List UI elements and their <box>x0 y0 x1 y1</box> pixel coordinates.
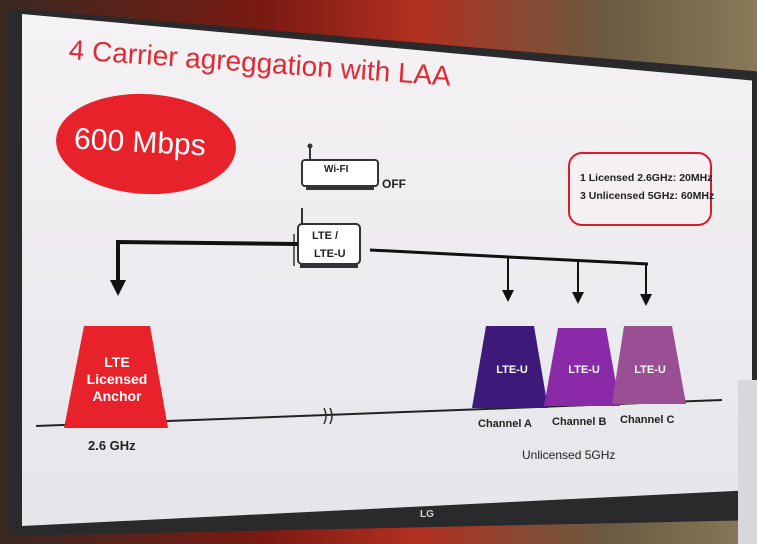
unlicensed-band-label: Unlicensed 5GHz <box>522 448 616 462</box>
wifi-router-icon <box>301 143 379 190</box>
channel-a-type: LTE-U <box>496 364 528 376</box>
tv-screen: 4 Carrier agreggation with LAA 600 Mbps … <box>22 14 752 526</box>
anchor-label-line3: Anchor <box>92 388 142 404</box>
lte-u-channel-c-block <box>612 326 686 404</box>
info-licensed: 1 Licensed 2.6GHz: 20MHz <box>580 172 713 184</box>
lte-u-channel-b-block <box>544 328 620 406</box>
lte-anchor-block <box>64 326 168 428</box>
lte-router-icon <box>293 208 361 268</box>
lte-u-channel-a-block <box>472 326 548 408</box>
anchor-label-line1: LTE <box>104 354 130 370</box>
tv-brand-logo: LG <box>420 509 434 520</box>
wifi-status: OFF <box>382 177 406 191</box>
anchor-label-line2: Licensed <box>86 371 148 387</box>
anchor-label: LTE Licensed Anchor <box>86 354 148 405</box>
channel-b-type: LTE-U <box>568 364 600 376</box>
channel-c-name: Channel C <box>620 414 675 426</box>
adjacent-monitor <box>738 380 757 544</box>
channel-a-name: Channel A <box>478 418 532 430</box>
info-unlicensed: 3 Unlicensed 5GHz: 60MHz <box>580 190 715 202</box>
carrier-info-box <box>568 152 712 226</box>
router-label-line2: LTE-U <box>314 248 346 260</box>
anchor-frequency: 2.6 GHz <box>88 438 136 453</box>
wifi-label: Wi-FI <box>324 164 349 175</box>
channel-c-type: LTE-U <box>634 364 666 376</box>
channel-b-name: Channel B <box>552 416 607 428</box>
router-label-line1: LTE / <box>312 230 339 242</box>
